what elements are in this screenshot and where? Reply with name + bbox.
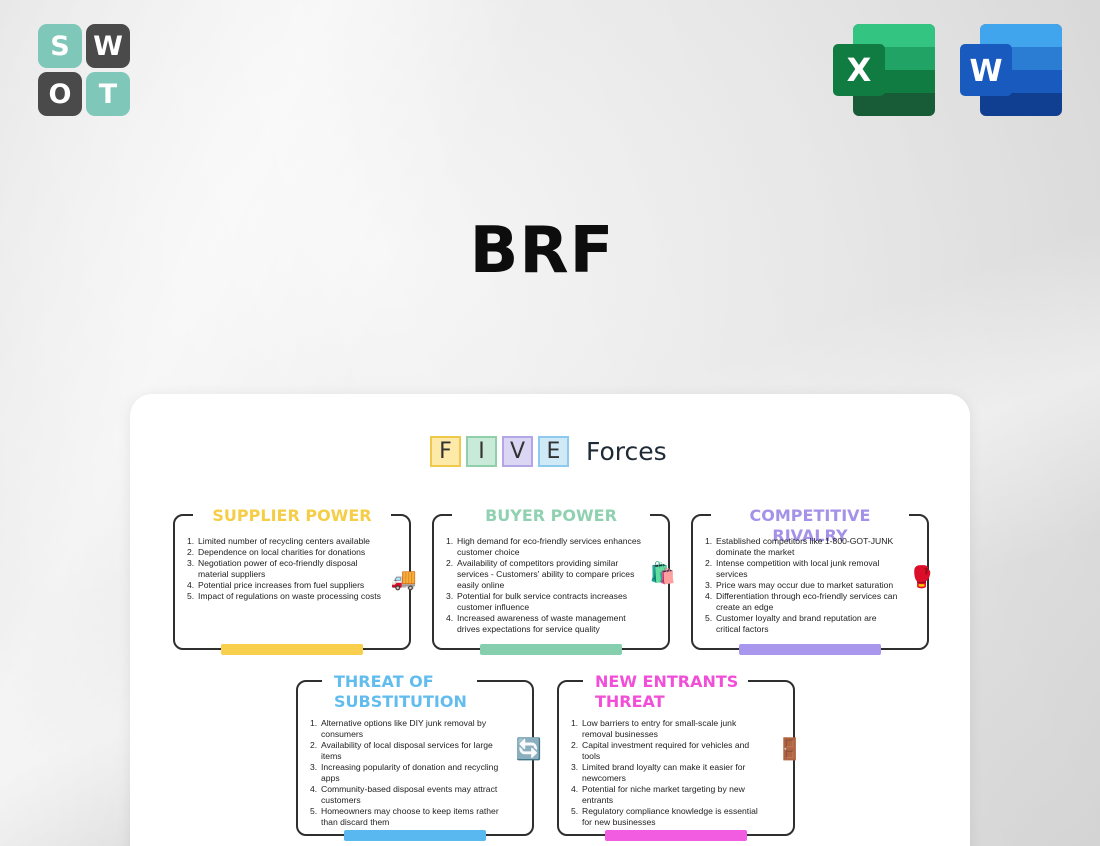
boxing-glove-icon: 🥊 — [908, 566, 935, 589]
new-entrants-threat-box: NEW ENTRANTS THREAT 1.Low barriers to en… — [557, 672, 803, 841]
box-title-line: SUBSTITUTION — [334, 692, 467, 711]
header-letter-e: E — [538, 436, 569, 467]
accent-bar — [344, 830, 486, 841]
list-item: 1.High demand for eco-friendly services … — [446, 536, 641, 557]
list-item: 4.Increased awareness of waste managemen… — [446, 613, 626, 634]
box-list: 1.Alternative options like DIY junk remo… — [310, 718, 506, 828]
header-forces-word: Forces — [586, 437, 667, 466]
accent-bar — [221, 644, 363, 655]
box-title: BUYER POWER — [452, 506, 650, 526]
logo-tile-w: W — [86, 24, 130, 68]
box-list: 1.Limited number of recycling centers av… — [187, 536, 383, 602]
shopping-bags-icon: 🛍️ — [649, 562, 676, 585]
door-icon: 🚪 — [776, 738, 803, 761]
list-item: 3.Increasing popularity of donation and … — [310, 762, 499, 783]
accent-bar — [480, 644, 622, 655]
list-item: 5.Impact of regulations on waste process… — [187, 591, 381, 601]
logo-tile-t: T — [86, 72, 130, 116]
document-preview: F I V E Forces SUPPLIER POWER 1.Limited … — [130, 394, 970, 846]
list-item: 1.Low barriers to entry for small-scale … — [571, 718, 737, 739]
list-item: 3.Price wars may occur due to market sat… — [705, 580, 894, 590]
box-title-line: THREAT OF — [334, 672, 434, 691]
logo-tile-s: S — [38, 24, 82, 68]
accent-bar — [605, 830, 747, 841]
list-item: 5.Customer loyalty and brand reputation … — [705, 613, 877, 634]
box-title: NEW ENTRANTS THREAT — [583, 672, 749, 712]
supplier-power-box: SUPPLIER POWER 1.Limited number of recyc… — [173, 506, 417, 655]
excel-icon: X — [833, 24, 935, 116]
swot-logo: S W O T — [38, 24, 130, 116]
list-item: 1.Limited number of recycling centers av… — [187, 536, 370, 546]
list-item: 3.Potential for bulk service contracts i… — [446, 591, 628, 612]
box-list: 1.Established competitors like 1-800-GOT… — [705, 536, 901, 635]
box-title: THREAT OF SUBSTITUTION — [322, 672, 477, 712]
refresh-icon: 🔄 — [515, 738, 542, 761]
list-item: 2.Dependence on local charities for dona… — [187, 547, 366, 557]
list-item: 1.Alternative options like DIY junk remo… — [310, 718, 487, 739]
list-item: 4.Potential price increases from fuel su… — [187, 580, 365, 590]
box-title-line: THREAT — [595, 692, 665, 711]
list-item: 4.Community-based disposal events may at… — [310, 784, 498, 805]
threat-of-substitution-box: THREAT OF SUBSTITUTION 1.Alternative opt… — [296, 672, 542, 841]
accent-bar — [739, 644, 881, 655]
list-item: 1.Established competitors like 1-800-GOT… — [705, 536, 894, 557]
excel-letter: X — [847, 51, 872, 89]
list-item: 4.Differentiation through eco-friendly s… — [705, 591, 898, 612]
logo-tile-o: O — [38, 72, 82, 116]
box-list: 1.High demand for eco-friendly services … — [446, 536, 642, 635]
list-item: 2.Capital investment required for vehicl… — [571, 740, 750, 761]
header-letter-i: I — [466, 436, 497, 467]
box-title: COMPETITIVE RIVALRY — [711, 506, 909, 546]
box-title-line: NEW ENTRANTS — [595, 672, 739, 691]
word-icon: W — [960, 24, 1062, 116]
list-item: 5.Regulatory compliance knowledge is ess… — [571, 806, 758, 827]
list-item: 3.Limited brand loyalty can make it easi… — [571, 762, 746, 783]
list-item: 2.Availability of local disposal service… — [310, 740, 493, 761]
header-letter-v: V — [502, 436, 533, 467]
box-list: 1.Low barriers to entry for small-scale … — [571, 718, 767, 828]
list-item: 3.Negotiation power of eco-friendly disp… — [187, 558, 358, 579]
header-letter-f: F — [430, 436, 461, 467]
list-item: 2.Availability of competitors providing … — [446, 558, 635, 590]
list-item: 4.Potential for niche market targeting b… — [571, 784, 745, 805]
competitive-rivalry-box: COMPETITIVE RIVALRY 1.Established compet… — [691, 506, 935, 655]
list-item: 2.Intense competition with local junk re… — [705, 558, 880, 579]
box-title: SUPPLIER POWER — [193, 506, 391, 526]
truck-icon: 🚚 — [390, 568, 417, 591]
five-forces-header: F I V E Forces — [430, 436, 667, 467]
word-letter: W — [969, 54, 1002, 89]
buyer-power-box: BUYER POWER 1.High demand for eco-friend… — [432, 506, 676, 655]
list-item: 5.Homeowners may choose to keep items ra… — [310, 806, 499, 827]
page-title: BRF — [469, 214, 615, 288]
